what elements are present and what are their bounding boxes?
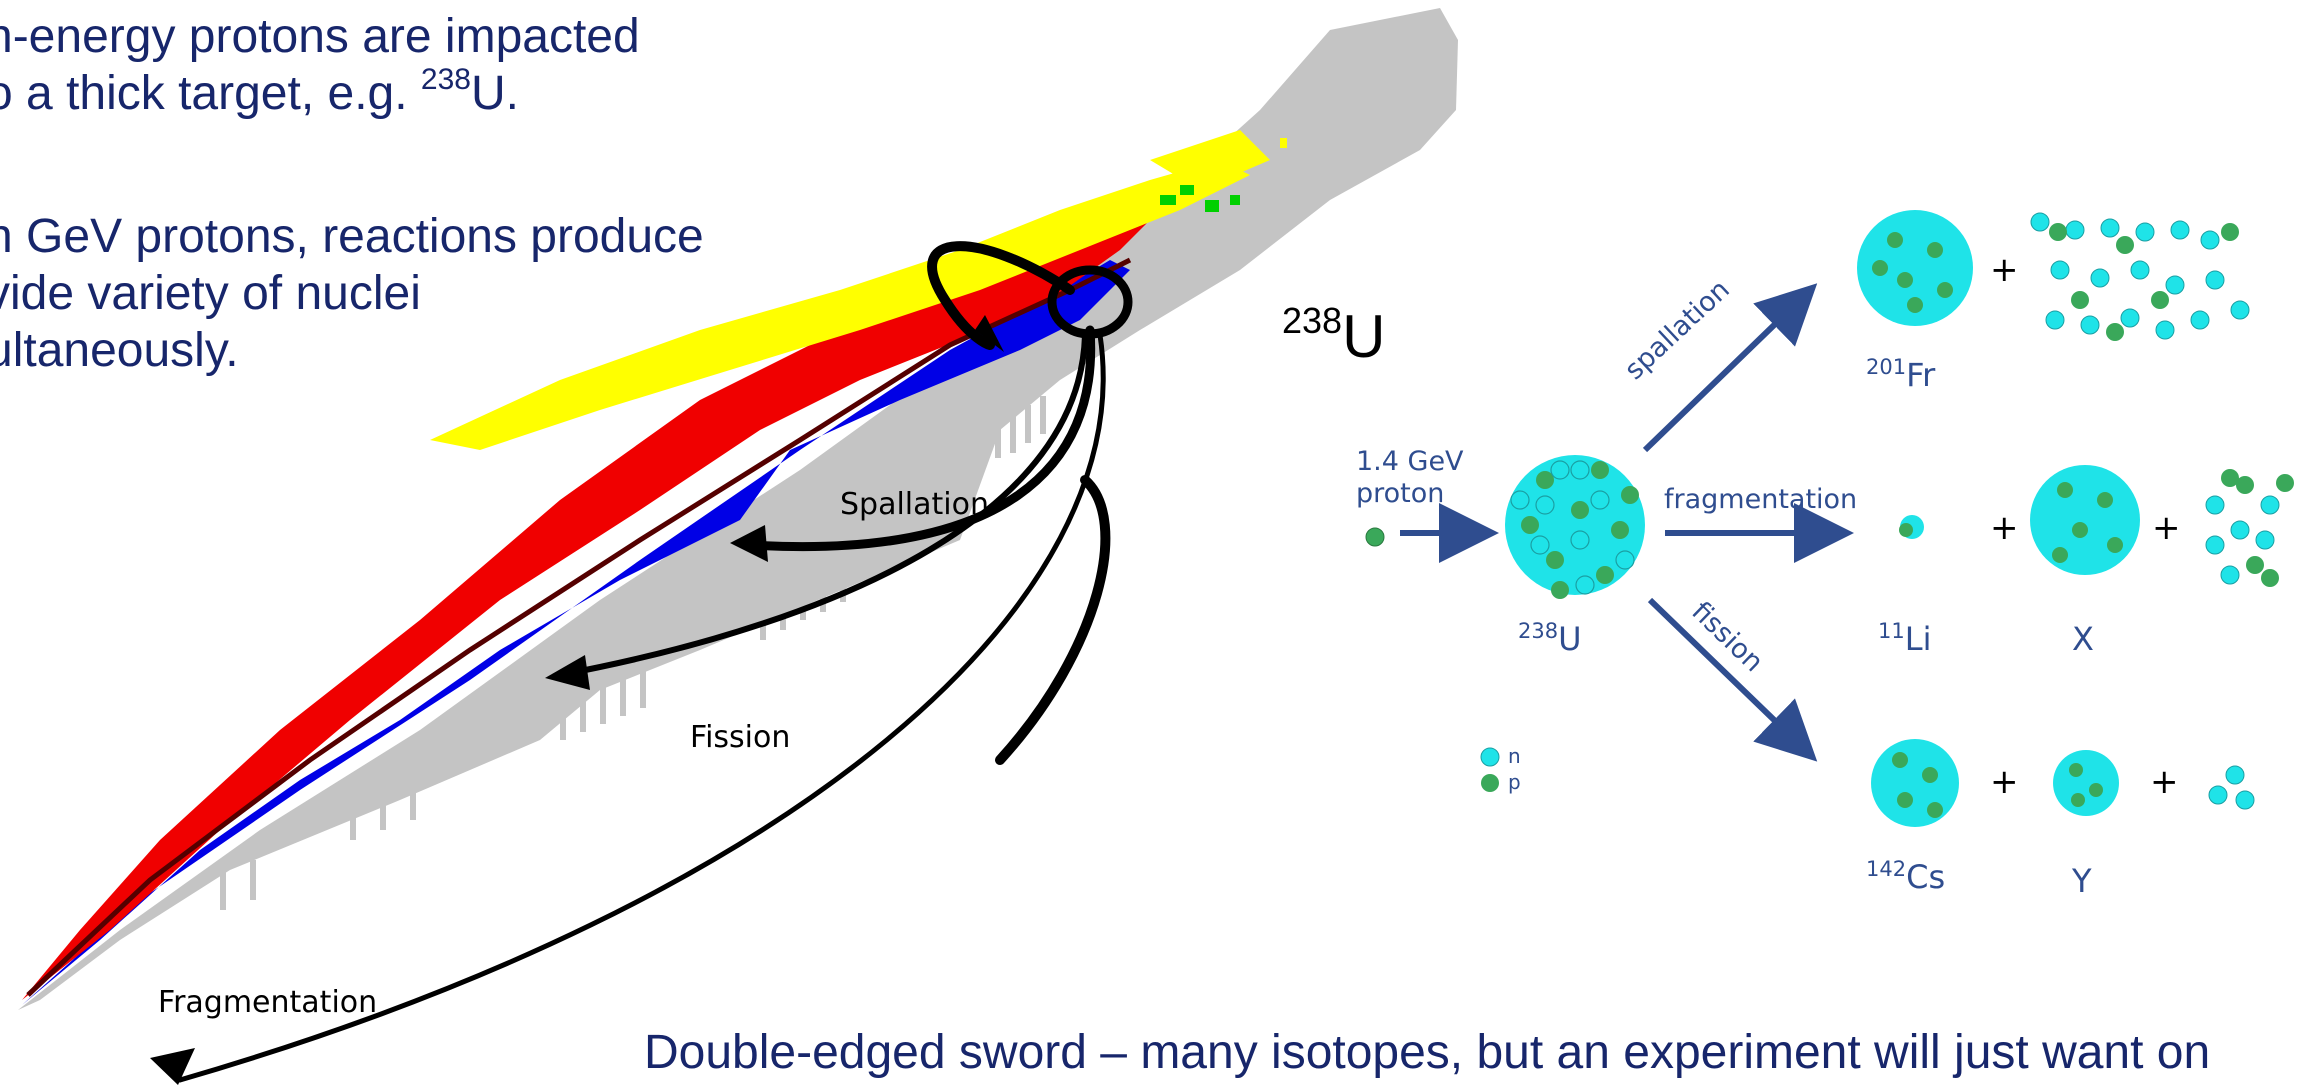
- fission-arrow: [557, 332, 1088, 678]
- arrow-heads: [150, 315, 1004, 1085]
- plus-sign: +: [1990, 762, 2019, 802]
- legend-neutron-dot: [1480, 747, 1500, 767]
- plus-sign: +: [2152, 508, 2181, 548]
- plus-sign: +: [2150, 762, 2179, 802]
- spallation-arrow: [745, 325, 1096, 552]
- chart-yellow-region: [430, 160, 1250, 450]
- target-label: 238U: [1518, 619, 1582, 658]
- footer-text: Double-edged sword – many isotopes, but …: [644, 1026, 2211, 1079]
- product-y-label: Y: [2072, 862, 2092, 900]
- fragmentation-arrow: [177, 332, 1106, 1083]
- product-x-nucleus: [2030, 465, 2140, 575]
- chart-boundary-line: [26, 257, 1132, 997]
- product-fr-nucleus: [1857, 210, 1973, 326]
- label-fragmentation: Fragmentation: [158, 985, 378, 1020]
- label-fission: Fission: [690, 720, 791, 755]
- intro-text-block: h-energy protons are impacted o a thick …: [0, 8, 640, 128]
- projectile-label: 1.4 GeV proton: [1356, 446, 1464, 509]
- chart-green-specks: [1160, 185, 1240, 212]
- legend-proton-dot: [1481, 774, 1499, 792]
- product-li-label: 11Li: [1878, 619, 1932, 658]
- small-loop-arrow: [927, 241, 1075, 350]
- intro-line-1: h-energy protons are impacted: [0, 10, 640, 63]
- nuclide-chart: [18, 8, 1458, 1085]
- chart-blue-region: [22, 260, 1130, 1005]
- fragmentation-debris: [2205, 469, 2294, 587]
- plus-sign: +: [1990, 250, 2019, 290]
- spallation-debris: [2030, 212, 2250, 341]
- uranium-label: 238U: [1282, 300, 1386, 370]
- chart-gray-ticks: [220, 396, 1046, 910]
- variety-line-1: h GeV protons, reactions produce: [0, 210, 704, 263]
- plus-sign: +: [1990, 508, 2019, 548]
- reaction-arrows: [177, 241, 1133, 1083]
- legend-p-label: p: [1508, 770, 1521, 794]
- target-nucleus: [1505, 455, 1645, 599]
- variety-line-2: vide variety of nuclei: [0, 267, 421, 320]
- product-li-nucleus: [1899, 515, 1924, 539]
- fragmentation-arrow-label: fragmentation: [1664, 484, 1858, 515]
- product-cs-nucleus: [1871, 739, 1959, 827]
- intro-line-2: o a thick target, e.g. 238U.: [0, 63, 519, 120]
- product-y-nucleus: [2053, 750, 2119, 816]
- variety-line-3: ultaneously.: [0, 324, 239, 377]
- product-cs-label: 142Cs: [1866, 857, 1946, 896]
- variety-text-block: h GeV protons, reactions produce vide va…: [0, 208, 704, 379]
- spallation-arrow-label: spallation: [1618, 273, 1736, 386]
- product-x-label: X: [2072, 620, 2094, 658]
- product-fr-label: 201Fr: [1866, 355, 1936, 394]
- label-spallation: Spallation: [840, 487, 989, 522]
- legend-n-label: n: [1508, 744, 1521, 768]
- fission-neutrons: [2208, 765, 2255, 810]
- fission-arrow-label: fission: [1685, 596, 1770, 679]
